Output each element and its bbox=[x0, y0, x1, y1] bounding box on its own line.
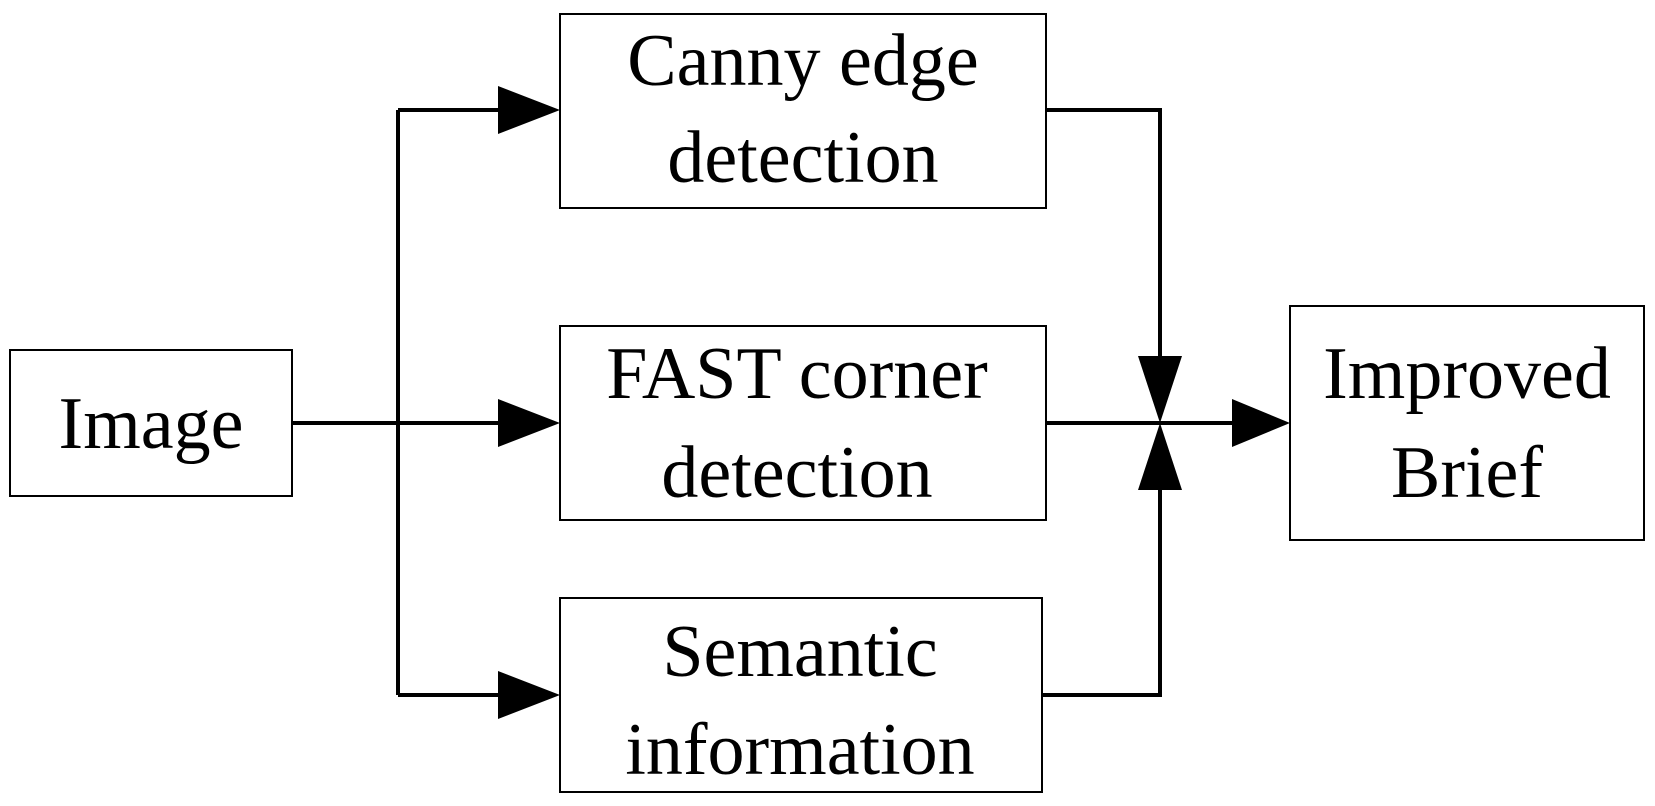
arrowhead-to-canny bbox=[498, 86, 560, 134]
node-canny-label-line2: detection bbox=[667, 117, 938, 199]
node-brief-box bbox=[1289, 305, 1645, 541]
node-fast-label-line2: detection bbox=[661, 432, 932, 514]
node-semantic-label-line1: Semantic bbox=[662, 611, 937, 693]
node-image-label: Image bbox=[59, 383, 244, 465]
node-brief-label-line1: Improved bbox=[1323, 333, 1611, 415]
node-fast: FAST corner detection bbox=[559, 325, 1047, 521]
arrowhead-to-fast bbox=[498, 399, 560, 447]
arrowhead-canny-down bbox=[1138, 356, 1182, 423]
connectors-output bbox=[1042, 108, 1290, 697]
node-semantic-label-line2: information bbox=[625, 709, 974, 791]
connectors-input bbox=[292, 86, 560, 719]
node-brief: Improved Brief bbox=[1289, 305, 1645, 541]
node-image: Image bbox=[9, 349, 293, 497]
node-fast-label-line1: FAST corner bbox=[606, 333, 988, 415]
node-semantic: Semantic information bbox=[559, 597, 1043, 793]
edge-semantic-to-merge bbox=[1042, 488, 1162, 697]
node-semantic-box bbox=[559, 597, 1043, 793]
arrowhead-to-brief bbox=[1232, 399, 1290, 447]
edge-canny-to-merge bbox=[1046, 108, 1162, 358]
node-canny-label-line1: Canny edge bbox=[627, 20, 978, 102]
arrowhead-to-semantic bbox=[498, 671, 560, 719]
node-fast-box bbox=[559, 325, 1047, 521]
node-canny-box bbox=[559, 13, 1047, 209]
arrowhead-semantic-up bbox=[1138, 423, 1182, 490]
node-image-box bbox=[9, 349, 293, 497]
node-canny: Canny edge detection bbox=[559, 13, 1047, 209]
node-brief-label-line2: Brief bbox=[1391, 432, 1543, 514]
